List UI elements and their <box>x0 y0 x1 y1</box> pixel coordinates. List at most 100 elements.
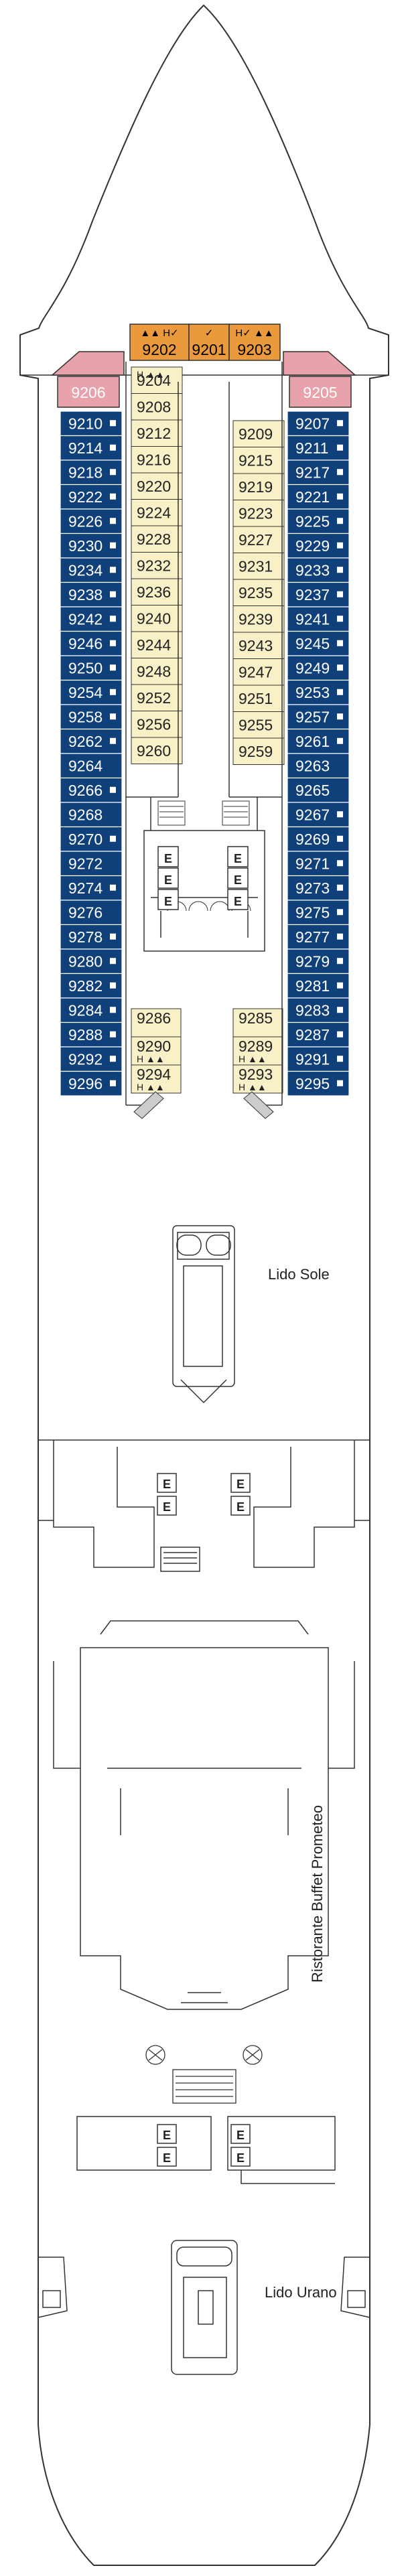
cabin-9278[interactable]: 9278 <box>60 924 123 950</box>
cabin-9273[interactable]: 9273 <box>287 875 350 901</box>
cabin-9217[interactable]: 9217 <box>287 459 350 486</box>
cabin-9234[interactable]: 9234 <box>60 557 123 583</box>
cabin-9242[interactable]: 9242 <box>60 606 123 632</box>
cabin-9292[interactable]: 9292 <box>60 1046 123 1072</box>
cabin-9220[interactable]: 9220 <box>131 472 183 500</box>
cabin-number: 9268 <box>68 806 103 823</box>
cabin-9226[interactable]: 9226 <box>60 508 123 534</box>
cabin-9229[interactable]: 9229 <box>287 532 350 559</box>
cabin-9262[interactable]: 9262 <box>60 728 123 754</box>
cabin-9286[interactable]: 9286 <box>131 1008 182 1037</box>
cabin-9276[interactable]: 9276 <box>60 900 123 926</box>
cabin-9250[interactable]: 9250 <box>60 655 123 681</box>
cabin-9251[interactable]: 9251 <box>232 685 285 712</box>
cabin-9264[interactable]: 9264 <box>60 753 123 779</box>
cabin-9260[interactable]: 9260 <box>131 737 183 764</box>
cabin-9230[interactable]: 9230 <box>60 532 123 559</box>
cabin-9269[interactable]: 9269 <box>287 826 350 852</box>
cabin-9228[interactable]: 9228 <box>131 525 183 553</box>
cabin-9252[interactable]: 9252 <box>131 684 183 711</box>
cabin-9210[interactable]: 9210 <box>60 411 123 437</box>
cabin-9265[interactable]: 9265 <box>287 777 350 803</box>
cabin-9236[interactable]: 9236 <box>131 578 183 605</box>
cabin-9208[interactable]: 9208 <box>131 393 183 421</box>
cabin-9241[interactable]: 9241 <box>287 606 350 632</box>
cabin-9205[interactable]: 9205 <box>289 376 352 408</box>
cabin-9249[interactable]: 9249 <box>287 655 350 681</box>
cabin-9247[interactable]: 9247 <box>232 658 285 686</box>
cabin-9215[interactable]: 9215 <box>232 447 285 474</box>
cabin-9212[interactable]: 9212 <box>131 419 183 447</box>
cabin-9288[interactable]: 9288 <box>60 1021 123 1048</box>
cabin-9232[interactable]: 9232 <box>131 552 183 579</box>
cabin-9258[interactable]: 9258 <box>60 704 123 730</box>
cabin-9280[interactable]: 9280 <box>60 948 123 975</box>
suite-9201[interactable]: ✓ 9201 <box>188 324 230 361</box>
cabin-9206[interactable]: 9206 <box>57 376 120 408</box>
cabin-9214[interactable]: 9214 <box>60 435 123 461</box>
cabin-9296[interactable]: 9296 <box>60 1070 123 1096</box>
suite-9203[interactable]: H✓ ▲▲ 9203 <box>228 324 281 361</box>
cabin-9224[interactable]: 9224 <box>131 499 183 526</box>
cabin-9263[interactable]: 9263 <box>287 753 350 779</box>
cabin-9209[interactable]: 9209 <box>232 420 285 447</box>
cabin-9291[interactable]: 9291 <box>287 1046 350 1072</box>
cabin-9244[interactable]: 9244 <box>131 631 183 658</box>
cabin-9257[interactable]: 9257 <box>287 704 350 730</box>
cabin-9285[interactable]: 9285 <box>232 1008 283 1037</box>
cabin-9283[interactable]: 9283 <box>287 997 350 1023</box>
cabin-9254[interactable]: 9254 <box>60 679 123 705</box>
cabin-9227[interactable]: 9227 <box>232 526 285 553</box>
cabin-9261[interactable]: 9261 <box>287 728 350 754</box>
cabin-9256[interactable]: 9256 <box>131 711 183 738</box>
cabin-9270[interactable]: 9270 <box>60 826 123 852</box>
cabin-9239[interactable]: 9239 <box>232 605 285 633</box>
cabin-9216[interactable]: 9216 <box>131 446 183 474</box>
cabin-9237[interactable]: 9237 <box>287 581 350 607</box>
cabin-9267[interactable]: 9267 <box>287 802 350 828</box>
cabin-9218[interactable]: 9218 <box>60 459 123 486</box>
balcony-marker <box>110 982 116 989</box>
cabin-9225[interactable]: 9225 <box>287 508 350 534</box>
cabin-9277[interactable]: 9277 <box>287 924 350 950</box>
cabin-9272[interactable]: 9272 <box>60 851 123 877</box>
cabin-9266[interactable]: 9266 <box>60 777 123 803</box>
cabin-9255[interactable]: 9255 <box>232 711 285 739</box>
cabin-9282[interactable]: 9282 <box>60 973 123 999</box>
cabin-9284[interactable]: 9284 <box>60 997 123 1023</box>
cabin-9275[interactable]: 9275 <box>287 900 350 926</box>
cabin-9231[interactable]: 9231 <box>232 553 285 580</box>
cabin-9240[interactable]: 9240 <box>131 605 183 632</box>
cabin-9268[interactable]: 9268 <box>60 802 123 828</box>
cabin-9245[interactable]: 9245 <box>287 630 350 656</box>
cabin-9235[interactable]: 9235 <box>232 579 285 606</box>
cabin-9219[interactable]: 9219 <box>232 473 285 500</box>
cabin-9238[interactable]: 9238 <box>60 581 123 607</box>
cabin-9233[interactable]: 9233 <box>287 557 350 583</box>
cabin-9222[interactable]: 9222 <box>60 484 123 510</box>
suite-9202[interactable]: ▲▲ H✓ 9202 <box>129 324 190 361</box>
cabin-9253[interactable]: 9253 <box>287 679 350 705</box>
cabin-9281[interactable]: 9281 <box>287 973 350 999</box>
cabin-9248[interactable]: 9248 <box>131 658 183 685</box>
cabin-9271[interactable]: 9271 <box>287 851 350 877</box>
cabin-9274[interactable]: 9274 <box>60 875 123 901</box>
cabin-9279[interactable]: 9279 <box>287 948 350 975</box>
accessible-symbol: H ▲▲ <box>239 1054 267 1064</box>
cabin-9221[interactable]: 9221 <box>287 484 350 510</box>
elevator-icon: E <box>230 1473 251 1493</box>
cabin-9287[interactable]: 9287 <box>287 1021 350 1048</box>
cabin-9211[interactable]: 9211 <box>287 435 350 461</box>
cabin-9207[interactable]: 9207 <box>287 411 350 437</box>
cabin-9295[interactable]: 9295 <box>287 1070 350 1096</box>
aft-stairs <box>145 2045 263 2104</box>
cabin-9259[interactable]: 9259 <box>232 737 285 765</box>
cabin-9223[interactable]: 9223 <box>232 500 285 527</box>
cabin-9204[interactable]: 9204 <box>131 366 183 394</box>
cabin-9246[interactable]: 9246 <box>60 630 123 656</box>
cabin-9243[interactable]: 9243 <box>232 632 285 659</box>
